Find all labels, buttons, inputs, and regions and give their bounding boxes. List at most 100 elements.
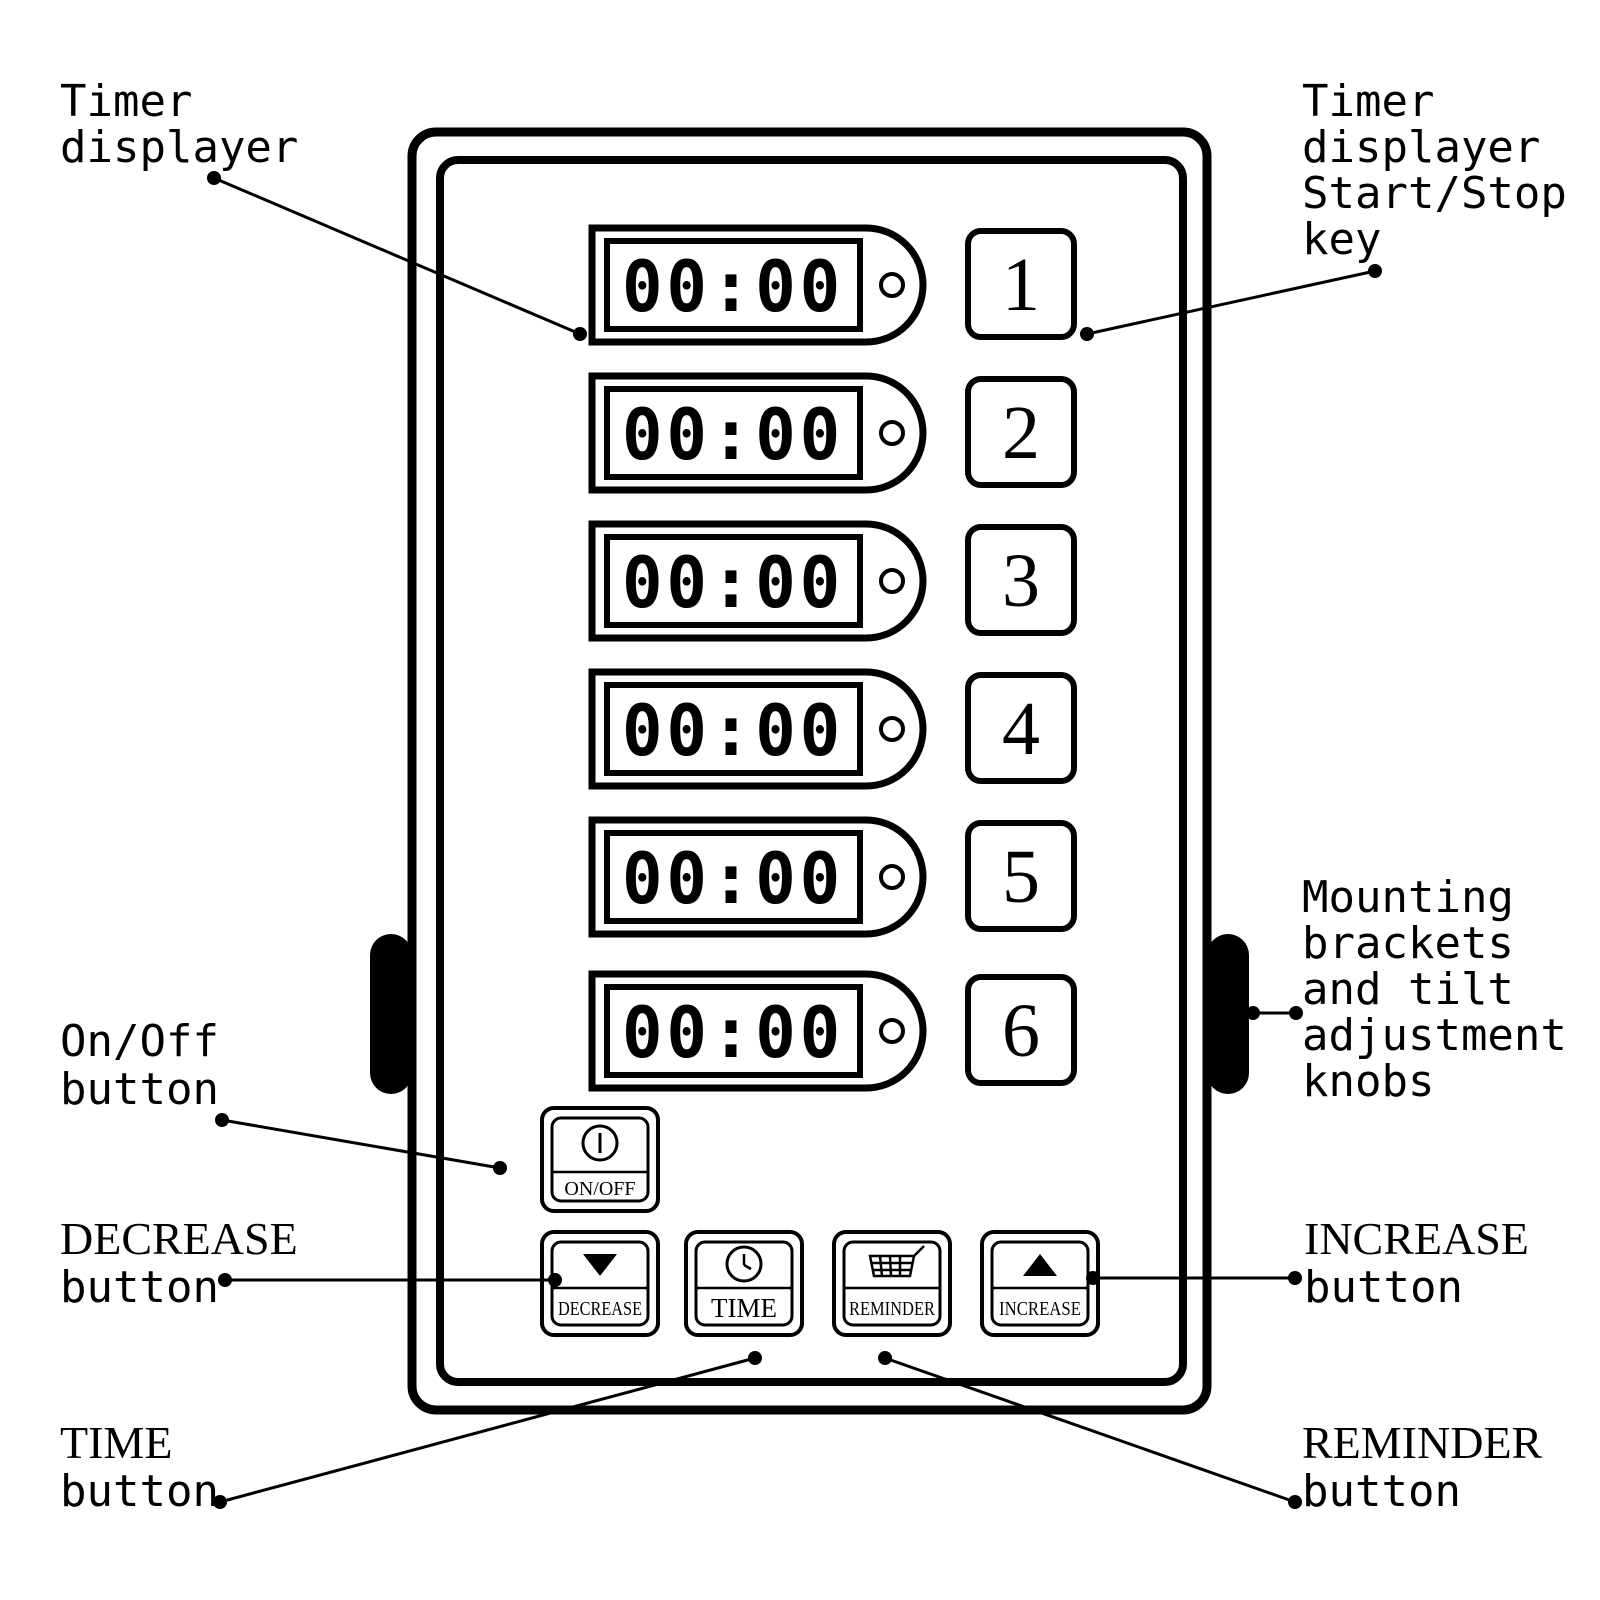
timer-row: 00:00 1 [588, 224, 1077, 346]
callout-reminder: REMINDER button [1302, 1417, 1543, 1517]
timer-display-window [604, 984, 863, 1078]
svg-text:Start/Stop: Start/Stop [1302, 168, 1567, 219]
start-stop-key-frame [965, 524, 1077, 636]
start-stop-key-number: 2 [1002, 391, 1040, 475]
svg-text:TIME: TIME [60, 1417, 172, 1468]
start-stop-key[interactable]: 3 [965, 524, 1077, 636]
callout-time: TIME button [60, 1417, 219, 1517]
timer-display-housing [588, 668, 927, 790]
timer-display-housing [588, 970, 927, 1092]
timer-display: 00:00 [622, 992, 844, 1074]
start-stop-key[interactable]: 2 [965, 376, 1077, 488]
start-stop-key-number: 6 [1002, 989, 1040, 1073]
outer-housing [407, 127, 1212, 1415]
start-stop-key-number: 1 [1002, 243, 1040, 327]
svg-text:button: button [1302, 1466, 1461, 1517]
increase-button-label: INCREASE [999, 1298, 1081, 1320]
on-off-button[interactable]: ON/OFF [540, 1106, 660, 1213]
on-off-button-inner [550, 1116, 650, 1203]
svg-text:REMINDER: REMINDER [1302, 1417, 1543, 1468]
start-stop-key-number: 3 [1002, 539, 1040, 623]
timer-row: 00:00 2 [588, 372, 1077, 494]
start-stop-key[interactable]: 4 [965, 672, 1077, 784]
timer-display: 00:00 [622, 246, 844, 328]
clock-icon [725, 1245, 763, 1283]
callout-decrease: DECREASE button [60, 1213, 298, 1313]
left-mounting-knob[interactable] [370, 934, 412, 1094]
timer-display: 00:00 [622, 838, 844, 920]
start-stop-key-frame [965, 974, 1077, 1086]
start-stop-key-number: 4 [1002, 687, 1040, 771]
svg-text:knobs: knobs [1302, 1056, 1434, 1107]
hole-icon [879, 420, 905, 446]
leader-lines [213, 176, 1376, 1504]
svg-text:Timer: Timer [1302, 76, 1434, 127]
timer-display-housing [588, 520, 927, 642]
svg-text:Mounting: Mounting [1302, 872, 1514, 923]
svg-text:button: button [60, 1466, 219, 1517]
timer-row: 00:00 3 [588, 520, 1077, 642]
time-button[interactable]: TIME [684, 1230, 804, 1337]
leader-dots [207, 171, 1382, 1509]
svg-text:button: button [1304, 1262, 1463, 1313]
timer-display: 00:00 [622, 394, 844, 476]
basket-icon [868, 1245, 925, 1278]
on-off-button-outer [540, 1106, 660, 1213]
timer-display: 00:00 [622, 542, 844, 624]
inner-panel [436, 156, 1187, 1386]
time-button-label: TIME [711, 1293, 777, 1323]
timer-display-housing [588, 816, 927, 938]
svg-text:adjustment: adjustment [1302, 1010, 1567, 1061]
svg-text:Timer: Timer [60, 76, 192, 127]
timer-display-housing [588, 224, 927, 346]
power-icon [581, 1124, 619, 1162]
start-stop-key-frame [965, 820, 1077, 932]
timer-row: 00:00 4 [588, 668, 1077, 790]
svg-text:DECREASE: DECREASE [60, 1213, 298, 1264]
start-stop-key-frame [965, 376, 1077, 488]
svg-text:INCREASE: INCREASE [1304, 1213, 1529, 1264]
callout-start-stop-key: Timer displayer Start/Stop key [1302, 76, 1567, 265]
svg-text:key: key [1302, 214, 1381, 265]
timer-rows: 00:00 1 00:00 2 00:00 3 00:00 4 00:00 5 00:00 6 [588, 224, 1077, 1092]
callout-increase: INCREASE button [1304, 1213, 1529, 1313]
hole-icon [879, 272, 905, 298]
svg-text:button: button [60, 1064, 219, 1115]
on-off-button-label: ON/OFF [564, 1178, 635, 1200]
timer-display: 00:00 [622, 690, 844, 772]
start-stop-key-frame [965, 672, 1077, 784]
increase-button[interactable]: INCREASE [980, 1230, 1100, 1337]
start-stop-key-frame [965, 228, 1077, 340]
down-triangle-icon [583, 1254, 617, 1276]
timer-display-window [604, 238, 863, 332]
hole-icon [879, 1018, 905, 1044]
timer-row: 00:00 5 [588, 816, 1077, 938]
callout-on-off: On/Off button [60, 1016, 219, 1115]
callout-mounting-brackets: Mounting brackets and tilt adjustment kn… [1302, 872, 1567, 1107]
up-triangle-icon [1023, 1254, 1057, 1276]
timer-display-window [604, 534, 863, 628]
start-stop-key[interactable]: 6 [965, 974, 1077, 1086]
start-stop-key[interactable]: 1 [965, 228, 1077, 340]
timer-display-window [604, 682, 863, 776]
hole-icon [879, 864, 905, 890]
decrease-button[interactable]: DECREASE [540, 1230, 660, 1337]
start-stop-key[interactable]: 5 [965, 820, 1077, 932]
device-body [370, 127, 1249, 1415]
svg-text:brackets: brackets [1302, 918, 1514, 969]
start-stop-key-number: 5 [1002, 835, 1040, 919]
svg-text:displayer: displayer [60, 122, 298, 173]
timer-display-window [604, 386, 863, 480]
reminder-button[interactable]: REMINDER [832, 1230, 952, 1337]
hole-icon [879, 568, 905, 594]
svg-text:displayer: displayer [1302, 122, 1540, 173]
svg-text:button: button [60, 1262, 219, 1313]
svg-text:and tilt: and tilt [1302, 964, 1514, 1015]
hole-icon [879, 716, 905, 742]
right-mounting-knob[interactable] [1207, 934, 1249, 1094]
callout-timer-displayer: Timer displayer [60, 76, 298, 173]
timer-display-window [604, 830, 863, 924]
timer-row: 00:00 6 [588, 970, 1077, 1092]
reminder-button-label: REMINDER [849, 1298, 936, 1320]
